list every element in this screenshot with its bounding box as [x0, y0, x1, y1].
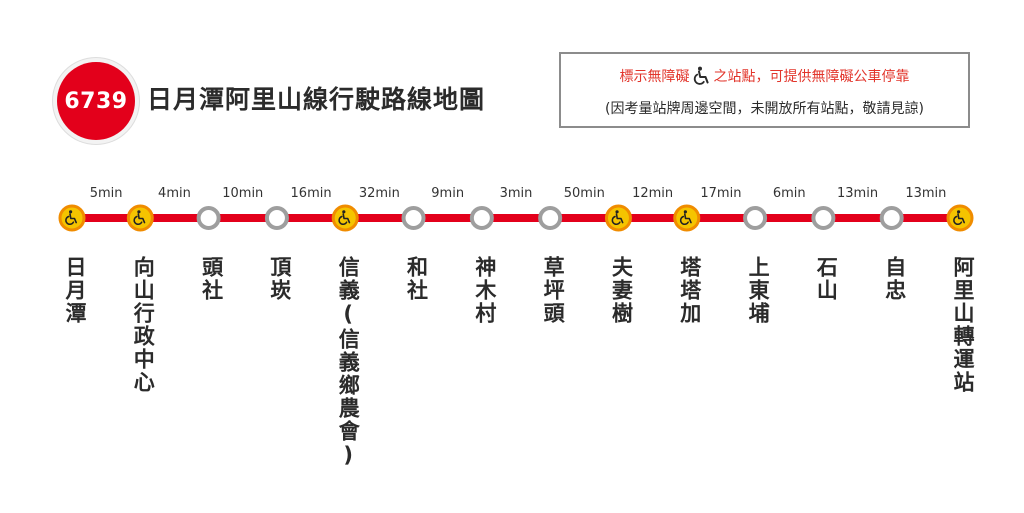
wheelchair-icon: [338, 210, 351, 226]
stop-marker: [401, 206, 426, 230]
station-name: 自忠: [882, 256, 907, 302]
segment-time-label: 12min: [632, 186, 674, 201]
accessible-stop-marker: [331, 204, 359, 232]
stop-marker: [811, 206, 836, 230]
notice-suffix: 之站點，可提供無障礙公車停靠: [713, 69, 910, 85]
accessible-stop-marker: [58, 204, 86, 232]
station-name: 頭社: [199, 256, 224, 302]
station-name: 上東埔: [746, 256, 771, 325]
station-name: 日月潭: [63, 256, 87, 325]
accessible-stop-marker: [946, 204, 974, 232]
stop-marker: [538, 206, 563, 230]
accessible-stop-marker: [604, 204, 632, 232]
segment-time-label: 3min: [499, 186, 533, 201]
segment-time-label: 5min: [89, 186, 123, 201]
station-name: 和社: [404, 256, 429, 302]
station-name: 夫妻樹: [609, 256, 634, 325]
accessible-stop-marker: [673, 204, 701, 232]
notice-prefix: 標示無障礙: [619, 69, 690, 85]
station-name: 信義(信義鄉農會): [336, 256, 361, 469]
page-title: 日月潭阿里山線行駛路線地圖: [147, 85, 486, 114]
segment-time-label: 13min: [837, 186, 879, 201]
wheelchair-icon: [133, 210, 146, 226]
wheelchair-icon: [953, 210, 965, 226]
accessible-stop-marker: [126, 204, 154, 232]
station-name: 神木村: [472, 256, 497, 325]
segment-time-label: 16min: [290, 186, 332, 201]
wheelchair-icon: [65, 210, 77, 226]
segment-time-label: 4min: [158, 186, 191, 201]
route-number: 6739: [64, 88, 128, 114]
station-name: 石山: [814, 256, 839, 302]
notice-line-2: (因考量站牌周邊空間，未開放所有站點，敬請見諒): [605, 101, 924, 117]
segment-time-label: 13min: [905, 186, 947, 201]
stop-marker: [196, 206, 221, 230]
station-name: 頂崁: [267, 256, 292, 302]
station-name: 阿里山轉運站: [951, 256, 975, 394]
station-name: 向山行政中心: [131, 256, 156, 394]
segment-time-label: 6min: [772, 186, 806, 201]
segment-time-label: 50min: [563, 186, 605, 201]
notice-line-1: 標示無障礙 之站點，可提供無障礙公車停靠: [561, 66, 968, 90]
accessibility-notice: 標示無障礙 之站點，可提供無障礙公車停靠 (因考量站牌周邊空間，未開放所有站點，…: [559, 52, 970, 128]
route-number-badge: 6739: [57, 62, 135, 140]
segment-time-label: 17min: [700, 186, 742, 201]
wheelchair-icon: [679, 210, 692, 226]
wheelchair-icon: [692, 66, 712, 90]
segment-time-label: 32min: [358, 186, 400, 201]
segment-time-label: 9min: [431, 186, 465, 201]
segment-time-label: 10min: [222, 186, 264, 201]
station-name: 草坪頭: [541, 256, 566, 325]
stop-marker: [743, 206, 768, 230]
station-name: 塔塔加: [677, 256, 702, 325]
stop-marker: [264, 206, 289, 230]
wheelchair-icon: [611, 210, 624, 226]
stop-marker: [469, 206, 494, 230]
stop-marker: [879, 206, 904, 230]
